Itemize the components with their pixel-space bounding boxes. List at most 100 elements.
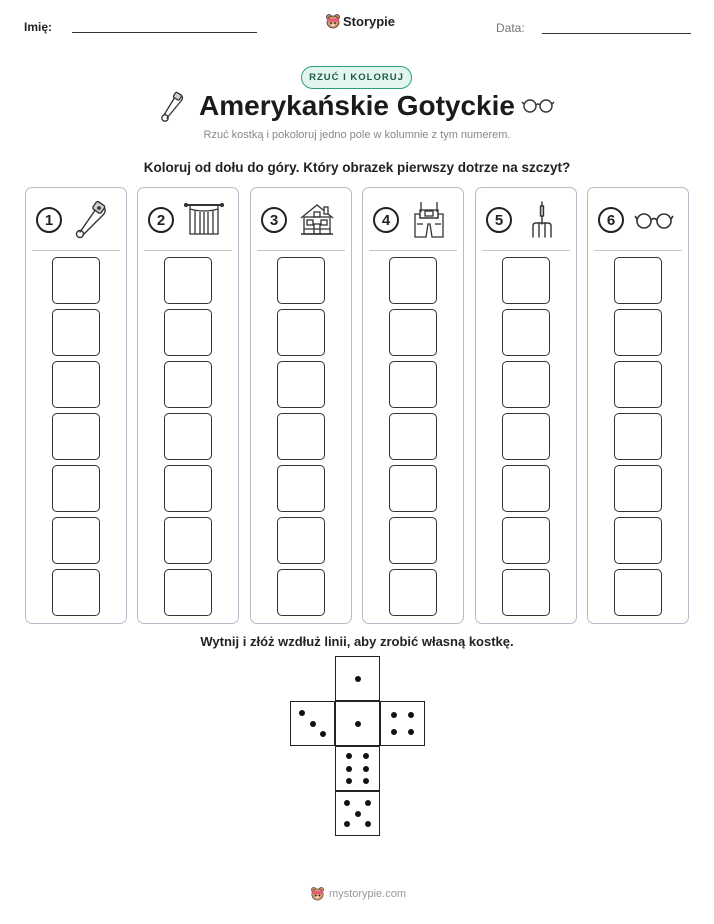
color-cell[interactable] (614, 361, 662, 408)
column-divider (144, 250, 232, 251)
color-cell[interactable] (164, 569, 212, 616)
instruction-text: Koloruj od dołu do góry. Który obrazek p… (143, 160, 571, 175)
pip (363, 777, 370, 784)
pip (390, 711, 397, 718)
pip (408, 711, 415, 718)
dice-face-1b (335, 701, 380, 746)
color-cell[interactable] (614, 465, 662, 512)
color-cell[interactable] (389, 309, 437, 356)
pip (343, 799, 350, 806)
color-cell[interactable] (502, 465, 550, 512)
pip (363, 765, 370, 772)
activity-badge: RZUĆ I KOLORUJ (301, 66, 412, 89)
color-cell[interactable] (52, 413, 100, 460)
color-cell[interactable] (164, 465, 212, 512)
column-number: 3 (261, 207, 287, 233)
column-number: 5 (486, 207, 512, 233)
color-cell[interactable] (277, 569, 325, 616)
cell-stack (614, 257, 662, 621)
color-cell[interactable] (277, 257, 325, 304)
page-title: Amerykańskie Gotyckie (199, 90, 515, 121)
footer: mystorypie.com (310, 886, 406, 901)
glasses-icon (634, 213, 674, 229)
column-number: 4 (373, 207, 399, 233)
pip (365, 799, 372, 806)
color-cell[interactable] (164, 257, 212, 304)
color-cell[interactable] (614, 569, 662, 616)
color-cell[interactable] (389, 257, 437, 304)
pip (354, 720, 361, 727)
pip (309, 720, 316, 727)
cell-stack (52, 257, 100, 621)
date-label: Data: (496, 21, 525, 35)
color-cell[interactable] (277, 517, 325, 564)
pip (363, 753, 370, 760)
footer-url[interactable]: mystorypie.com (329, 887, 407, 900)
color-cell[interactable] (614, 413, 662, 460)
color-cell[interactable] (164, 517, 212, 564)
date-line[interactable] (542, 33, 691, 34)
pip (345, 765, 352, 772)
color-cell[interactable] (277, 413, 325, 460)
color-cell[interactable] (277, 309, 325, 356)
pip (408, 729, 415, 736)
column-5: 5 (475, 187, 577, 624)
pitchfork-icon (532, 201, 552, 238)
cell-stack (164, 257, 212, 621)
cell-stack (277, 257, 325, 621)
overalls-icon (414, 202, 444, 238)
column-6: 6 (587, 187, 689, 624)
page-subtitle: Rzuć kostką i pokoloruj jedno pole w kol… (203, 129, 511, 141)
dice-face-5 (335, 791, 380, 836)
color-cell[interactable] (389, 517, 437, 564)
color-cell[interactable] (52, 257, 100, 304)
column-number: 2 (148, 207, 174, 233)
curtain-icon (184, 202, 224, 235)
color-cell[interactable] (502, 569, 550, 616)
pip (354, 675, 361, 682)
column-divider (369, 250, 457, 251)
color-cell[interactable] (502, 257, 550, 304)
storypie-bear-icon (326, 14, 340, 29)
color-cell[interactable] (277, 361, 325, 408)
safety-pin-icon (161, 91, 184, 122)
color-cell[interactable] (389, 361, 437, 408)
color-cell[interactable] (389, 413, 437, 460)
color-cell[interactable] (52, 569, 100, 616)
name-line[interactable] (72, 32, 257, 33)
color-cell[interactable] (502, 309, 550, 356)
safety-pin-icon (75, 200, 106, 239)
color-cell[interactable] (52, 309, 100, 356)
name-label: Imię: (24, 20, 53, 34)
pip (298, 709, 305, 716)
color-cell[interactable] (614, 517, 662, 564)
color-cell[interactable] (277, 465, 325, 512)
color-cell[interactable] (502, 517, 550, 564)
column-divider (257, 250, 345, 251)
pip (354, 810, 361, 817)
brand-logo: Storypie (325, 13, 395, 29)
color-cell[interactable] (502, 413, 550, 460)
dice-face-4 (380, 701, 425, 746)
column-divider (32, 250, 120, 251)
color-cell[interactable] (389, 465, 437, 512)
storypie-bear-icon (311, 887, 324, 901)
column-divider (482, 250, 570, 251)
color-cell[interactable] (614, 257, 662, 304)
pip (390, 729, 397, 736)
column-4: 4 (362, 187, 464, 624)
color-cell[interactable] (52, 517, 100, 564)
column-number: 6 (598, 207, 624, 233)
color-cell[interactable] (52, 465, 100, 512)
color-cell[interactable] (614, 309, 662, 356)
column-divider (594, 250, 682, 251)
color-cell[interactable] (164, 413, 212, 460)
cell-stack (389, 257, 437, 621)
dice-face-3 (290, 701, 335, 746)
color-cell[interactable] (164, 361, 212, 408)
color-cell[interactable] (502, 361, 550, 408)
column-number: 1 (36, 207, 62, 233)
color-cell[interactable] (52, 361, 100, 408)
color-cell[interactable] (389, 569, 437, 616)
color-cell[interactable] (164, 309, 212, 356)
